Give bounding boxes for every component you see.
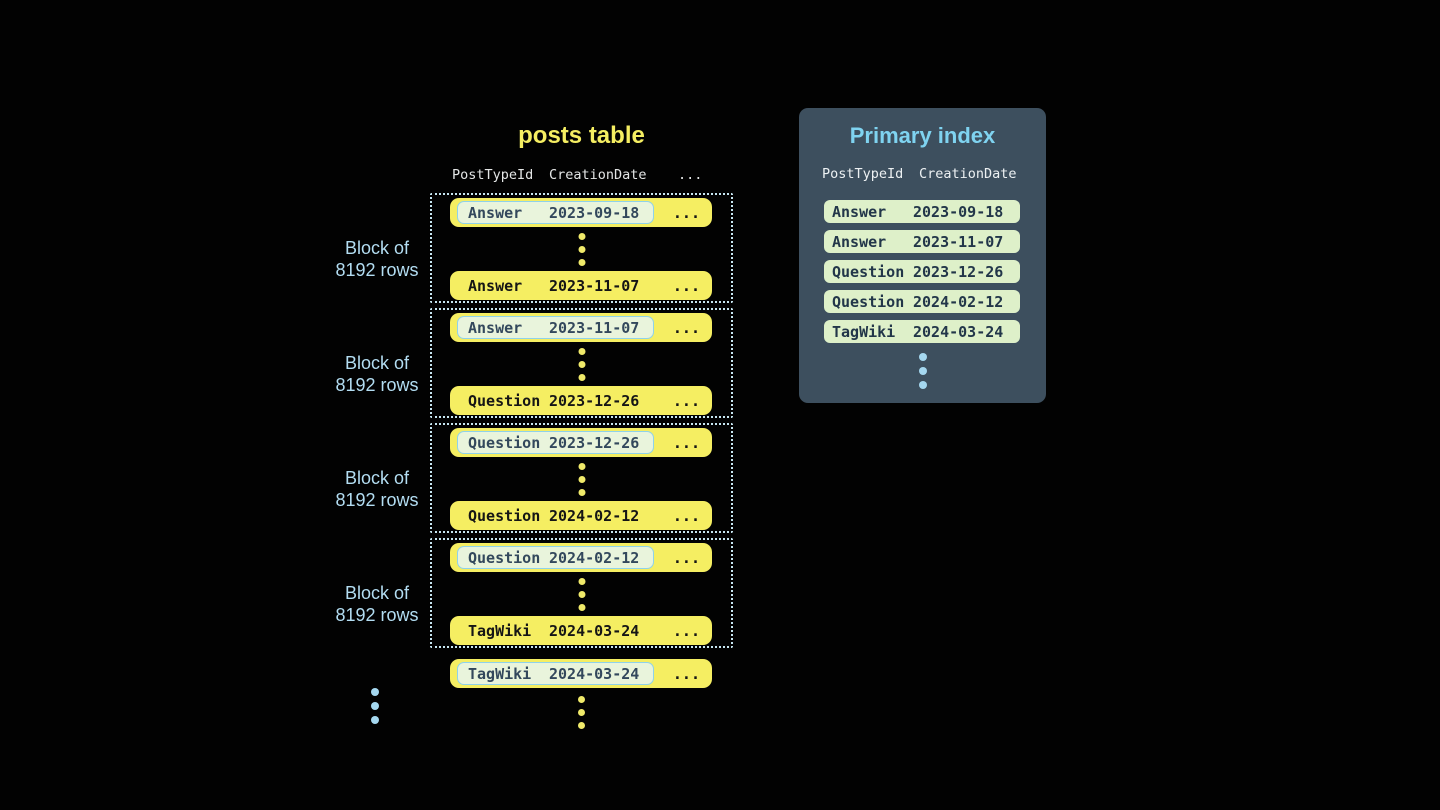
column-header-posttypeid: PostTypeId <box>452 167 534 183</box>
block-size-label-line: 8192 rows <box>335 490 419 510</box>
index-row: Question 2023-12-26 <box>824 260 1020 283</box>
creationdate-cell: 2023-11-07 <box>549 276 640 295</box>
block-size-label-line: Block of <box>344 583 410 603</box>
creationdate-cell: 2024-03-24 <box>549 621 640 640</box>
block-size-label-line: 8192 rows <box>335 260 419 280</box>
posts-table-title: posts table <box>518 122 645 149</box>
posttypeid-cell: Answer <box>832 202 887 221</box>
table-row: Question 2023-12-26... <box>450 386 712 415</box>
row-block: Question 2024-02-12... TagWiki 2024-03-24..… <box>430 538 733 648</box>
posttypeid-cell: Answer <box>468 318 523 337</box>
row-ellipsis: ... <box>672 664 700 683</box>
row-block: Question 2023-12-26... Question 2024-02-12.… <box>430 423 733 533</box>
table-row: Question 2024-02-12... <box>450 501 712 530</box>
row-ellipsis: ... <box>672 391 700 410</box>
table-row: Answer 2023-11-07... <box>450 313 712 342</box>
creationdate-cell: 2023-11-07 <box>549 318 640 337</box>
primary-index-column-headers: PostTypeId CreationDate <box>799 166 1046 184</box>
cell-group: Answer 2023-11-07 <box>457 274 654 297</box>
posttypeid-cell: Question <box>468 506 541 525</box>
table-row: Question 2023-12-26... <box>450 428 712 457</box>
column-header-creationdate: CreationDate <box>549 167 647 183</box>
more-rows-ellipsis <box>578 348 585 381</box>
posttypeid-cell: Question <box>468 391 541 410</box>
posttypeid-cell: Question <box>832 292 905 311</box>
primary-index-title: Primary index <box>849 123 996 148</box>
creationdate-cell: 2024-02-12 <box>913 292 1004 311</box>
column-header-posttypeid: PostTypeId <box>822 166 904 182</box>
posttypeid-cell: TagWiki <box>468 621 532 640</box>
cell-group: Question 2024-02-12 <box>457 504 654 527</box>
more-rows-ellipsis <box>578 696 585 729</box>
primary-index-panel: Primary index PostTypeId CreationDate An… <box>799 108 1046 403</box>
posttypeid-cell: Answer <box>468 276 523 295</box>
index-row: Question 2024-02-12 <box>824 290 1020 313</box>
column-header-more: ... <box>678 167 703 183</box>
posttypeid-cell: TagWiki <box>468 664 532 683</box>
row-block: Answer 2023-09-18... Answer 2023-11-07... <box>430 193 733 303</box>
row-ellipsis: ... <box>672 203 700 222</box>
creationdate-cell: 2024-02-12 <box>549 506 640 525</box>
table-row: TagWiki 2024-03-24... <box>450 616 712 645</box>
table-row: Question 2024-02-12... <box>450 543 712 572</box>
creationdate-cell: 2024-02-12 <box>549 548 640 567</box>
creationdate-cell: 2023-11-07 <box>913 232 1004 251</box>
more-rows-ellipsis <box>578 578 585 611</box>
index-row: TagWiki 2024-03-24 <box>824 320 1020 343</box>
table-row: Answer 2023-09-18... <box>450 198 712 227</box>
posttypeid-cell: Question <box>832 262 905 281</box>
row-ellipsis: ... <box>672 506 700 525</box>
creationdate-cell: 2024-03-24 <box>549 664 640 683</box>
block-size-label-line: Block of <box>344 353 410 373</box>
more-rows-ellipsis <box>578 463 585 496</box>
posttypeid-cell: Answer <box>832 232 887 251</box>
creationdate-cell: 2023-12-26 <box>913 262 1004 281</box>
block-size-label-line: 8192 rows <box>335 605 419 625</box>
posttypeid-cell: Question <box>468 548 541 567</box>
highlighted-cell-group: Answer 2023-09-18 <box>457 201 654 224</box>
highlighted-cell-group: TagWiki 2024-03-24 <box>457 662 654 685</box>
column-header-creationdate: CreationDate <box>919 166 1017 182</box>
cell-group: TagWiki 2024-03-24 <box>457 619 654 642</box>
row-ellipsis: ... <box>672 433 700 452</box>
row-ellipsis: ... <box>672 621 700 640</box>
posts-table-column-headers: PostTypeId CreationDate ... <box>450 167 712 185</box>
block-size-label-line: Block of <box>344 238 410 258</box>
creationdate-cell: 2023-09-18 <box>913 202 1004 221</box>
creationdate-cell: 2024-03-24 <box>913 322 1004 341</box>
index-row: Answer 2023-09-18 <box>824 200 1020 223</box>
highlighted-cell-group: Question 2024-02-12 <box>457 546 654 569</box>
creationdate-cell: 2023-09-18 <box>549 203 640 222</box>
block-size-label-line: Block of <box>344 468 410 488</box>
posttypeid-cell: Question <box>468 433 541 452</box>
cell-group: Question 2023-12-26 <box>457 389 654 412</box>
table-row: Answer 2023-11-07... <box>450 271 712 300</box>
posttypeid-cell: TagWiki <box>832 322 896 341</box>
highlighted-cell-group: Answer 2023-11-07 <box>457 316 654 339</box>
row-ellipsis: ... <box>672 318 700 337</box>
table-row: TagWiki 2024-03-24... <box>450 659 712 688</box>
more-blocks-ellipsis <box>371 688 379 724</box>
block-size-label-line: 8192 rows <box>335 375 419 395</box>
posttypeid-cell: Answer <box>468 203 523 222</box>
index-row: Answer 2023-11-07 <box>824 230 1020 253</box>
creationdate-cell: 2023-12-26 <box>549 433 640 452</box>
more-rows-ellipsis <box>578 233 585 266</box>
row-ellipsis: ... <box>672 276 700 295</box>
creationdate-cell: 2023-12-26 <box>549 391 640 410</box>
row-block: Answer 2023-11-07... Question 2023-12-26... <box>430 308 733 418</box>
more-index-entries-ellipsis <box>918 353 927 389</box>
row-ellipsis: ... <box>672 548 700 567</box>
highlighted-cell-group: Question 2023-12-26 <box>457 431 654 454</box>
